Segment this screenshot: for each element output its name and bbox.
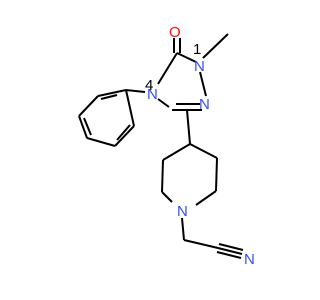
nitrogen-n2-label: N xyxy=(199,96,210,113)
bond-n4-phenyl xyxy=(125,89,146,93)
molecule-structure: O 1 N N 4 N N N xyxy=(78,24,255,268)
carbonyl-double-bond xyxy=(173,38,181,53)
nitrogen-piperidine-label: N xyxy=(177,203,188,220)
bond-n2-c3-double xyxy=(172,103,202,111)
locant-4-label: 4 xyxy=(145,77,153,94)
bond-n-ch2 xyxy=(181,217,185,241)
nitrogen-n1-label: N xyxy=(194,58,205,75)
nitrogen-nitrile-label: N xyxy=(244,251,255,268)
bond-n1-methyl xyxy=(202,33,229,59)
nitrogen-n4-label: N xyxy=(147,86,158,103)
bond-n1-n2 xyxy=(199,71,207,97)
bond-ch2-c xyxy=(183,239,219,249)
locant-1-label: 1 xyxy=(193,41,201,58)
piperidine-ring xyxy=(161,143,218,206)
phenyl-ring xyxy=(78,89,135,147)
bond-c3-piperidine xyxy=(186,109,191,145)
nitrile-triple-bond xyxy=(216,243,244,259)
bond-n4-c5 xyxy=(157,52,178,85)
bond-c3-n4 xyxy=(157,98,170,108)
oxygen-label: O xyxy=(169,24,181,41)
bond-c5-n1 xyxy=(176,52,197,63)
